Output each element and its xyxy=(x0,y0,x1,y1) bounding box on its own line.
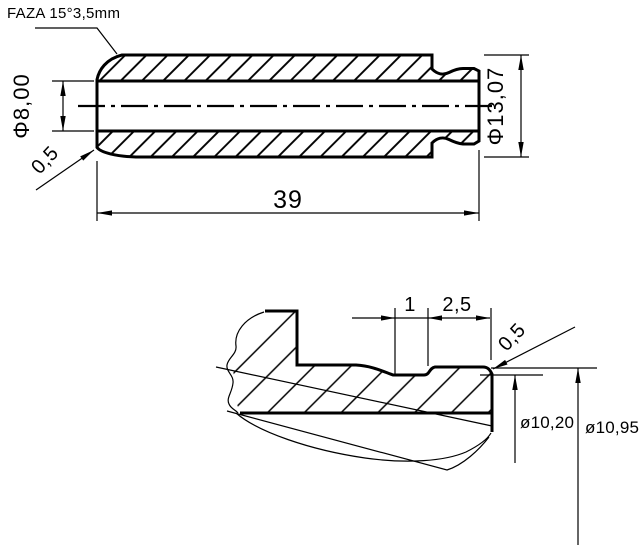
land-width-label: 2,5 xyxy=(442,294,471,316)
radius-arrowhead xyxy=(80,150,94,161)
length-label: 39 xyxy=(273,186,303,214)
length-dimension: 39 xyxy=(96,150,480,221)
arrowhead-left xyxy=(428,315,442,321)
arrowhead-down xyxy=(518,142,524,157)
end-diameter-dimension: ø10,95 xyxy=(491,367,639,545)
groove-diameter-dimension: ø10,20 xyxy=(480,374,574,463)
arrowhead-left xyxy=(97,210,112,216)
outer-diameter-label: Φ13,07 xyxy=(483,67,508,146)
chamfer-note: FAZA 15°3,5mm xyxy=(7,5,120,55)
break-line-bottom-inner xyxy=(226,410,490,471)
groove-diameter-label: ø10,20 xyxy=(520,413,574,432)
top-wall-hatching xyxy=(97,55,479,81)
bore-diameter-dimension: Φ8,00 xyxy=(9,73,94,139)
land-offset-dimension: 1 2,5 xyxy=(352,294,492,375)
part-outline xyxy=(95,53,481,159)
bottom-wall-hatching xyxy=(97,131,479,157)
arrowhead-right-outer xyxy=(381,315,395,321)
break-line-left xyxy=(226,311,265,414)
detail-outline xyxy=(265,309,494,432)
chamfer-leader xyxy=(492,326,576,370)
break-line-diagonal xyxy=(215,366,493,427)
land-offset-label: 1 xyxy=(404,294,416,316)
end-diameter-label: ø10,95 xyxy=(585,418,639,437)
extension-lines xyxy=(52,80,94,132)
arrowhead-up xyxy=(512,375,518,390)
chamfer-note-label: FAZA 15°3,5mm xyxy=(7,5,120,22)
bore-diameter-label: Φ8,00 xyxy=(9,73,34,138)
outer-diameter-dimension: Φ13,07 xyxy=(483,54,529,158)
arrowhead-up xyxy=(518,55,524,70)
bore-lines xyxy=(97,79,479,133)
detail-view: 1 2,5 0,5 ø10,20 ø10,95 xyxy=(215,294,639,545)
arrowhead-right xyxy=(464,210,479,216)
chamfer-note-leader xyxy=(35,27,118,55)
break-line-bottom xyxy=(235,412,492,462)
arrowhead-right xyxy=(476,315,490,321)
arrowhead-down xyxy=(60,116,66,131)
chamfer-arrowhead xyxy=(493,359,508,369)
arrowhead-up xyxy=(60,81,66,96)
extension-lines xyxy=(96,150,480,221)
arrowhead-up xyxy=(575,368,581,383)
